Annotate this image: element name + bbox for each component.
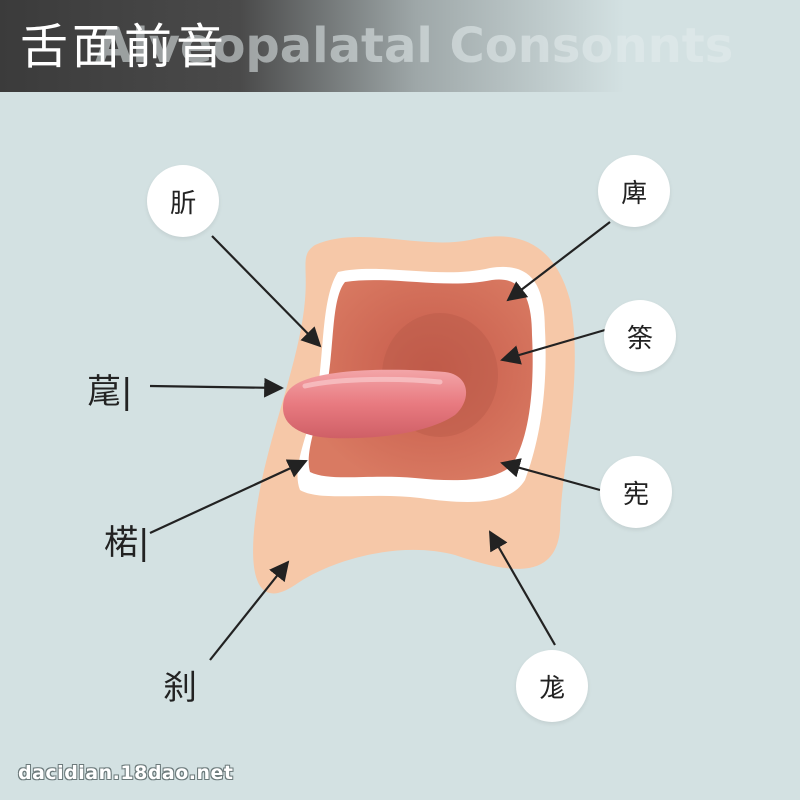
label-bottom-right: 尨 (516, 650, 588, 722)
label-middle-right: 筡 (604, 300, 676, 372)
watermark: dacidian.18dao.net (18, 762, 234, 784)
title-chinese: 舌面前音 (20, 19, 229, 75)
label-top-right: 庳 (598, 155, 670, 227)
arrow-left-upper (149, 377, 284, 398)
arrow-middle-right (500, 328, 606, 365)
label-left-bottom: 刹 (163, 668, 197, 708)
label-lower-right: 宪 (600, 456, 672, 528)
label-left-middle: 楉| (104, 523, 150, 563)
title-band (0, 0, 800, 92)
arrow-top-left (211, 235, 322, 348)
arrow-left-middle (149, 459, 308, 534)
label-top-left: 肵 (147, 165, 219, 237)
tongue-highlight (302, 376, 443, 389)
arrow-left-bottom (209, 560, 290, 661)
tongue (283, 369, 467, 439)
arrow-top-right (506, 221, 611, 302)
arrow-lower-right (500, 458, 601, 492)
label-left-upper: 荱| (87, 372, 133, 412)
arrow-bottom-right (489, 530, 556, 646)
title-english: Alveopalatal Consonnts (95, 18, 734, 74)
